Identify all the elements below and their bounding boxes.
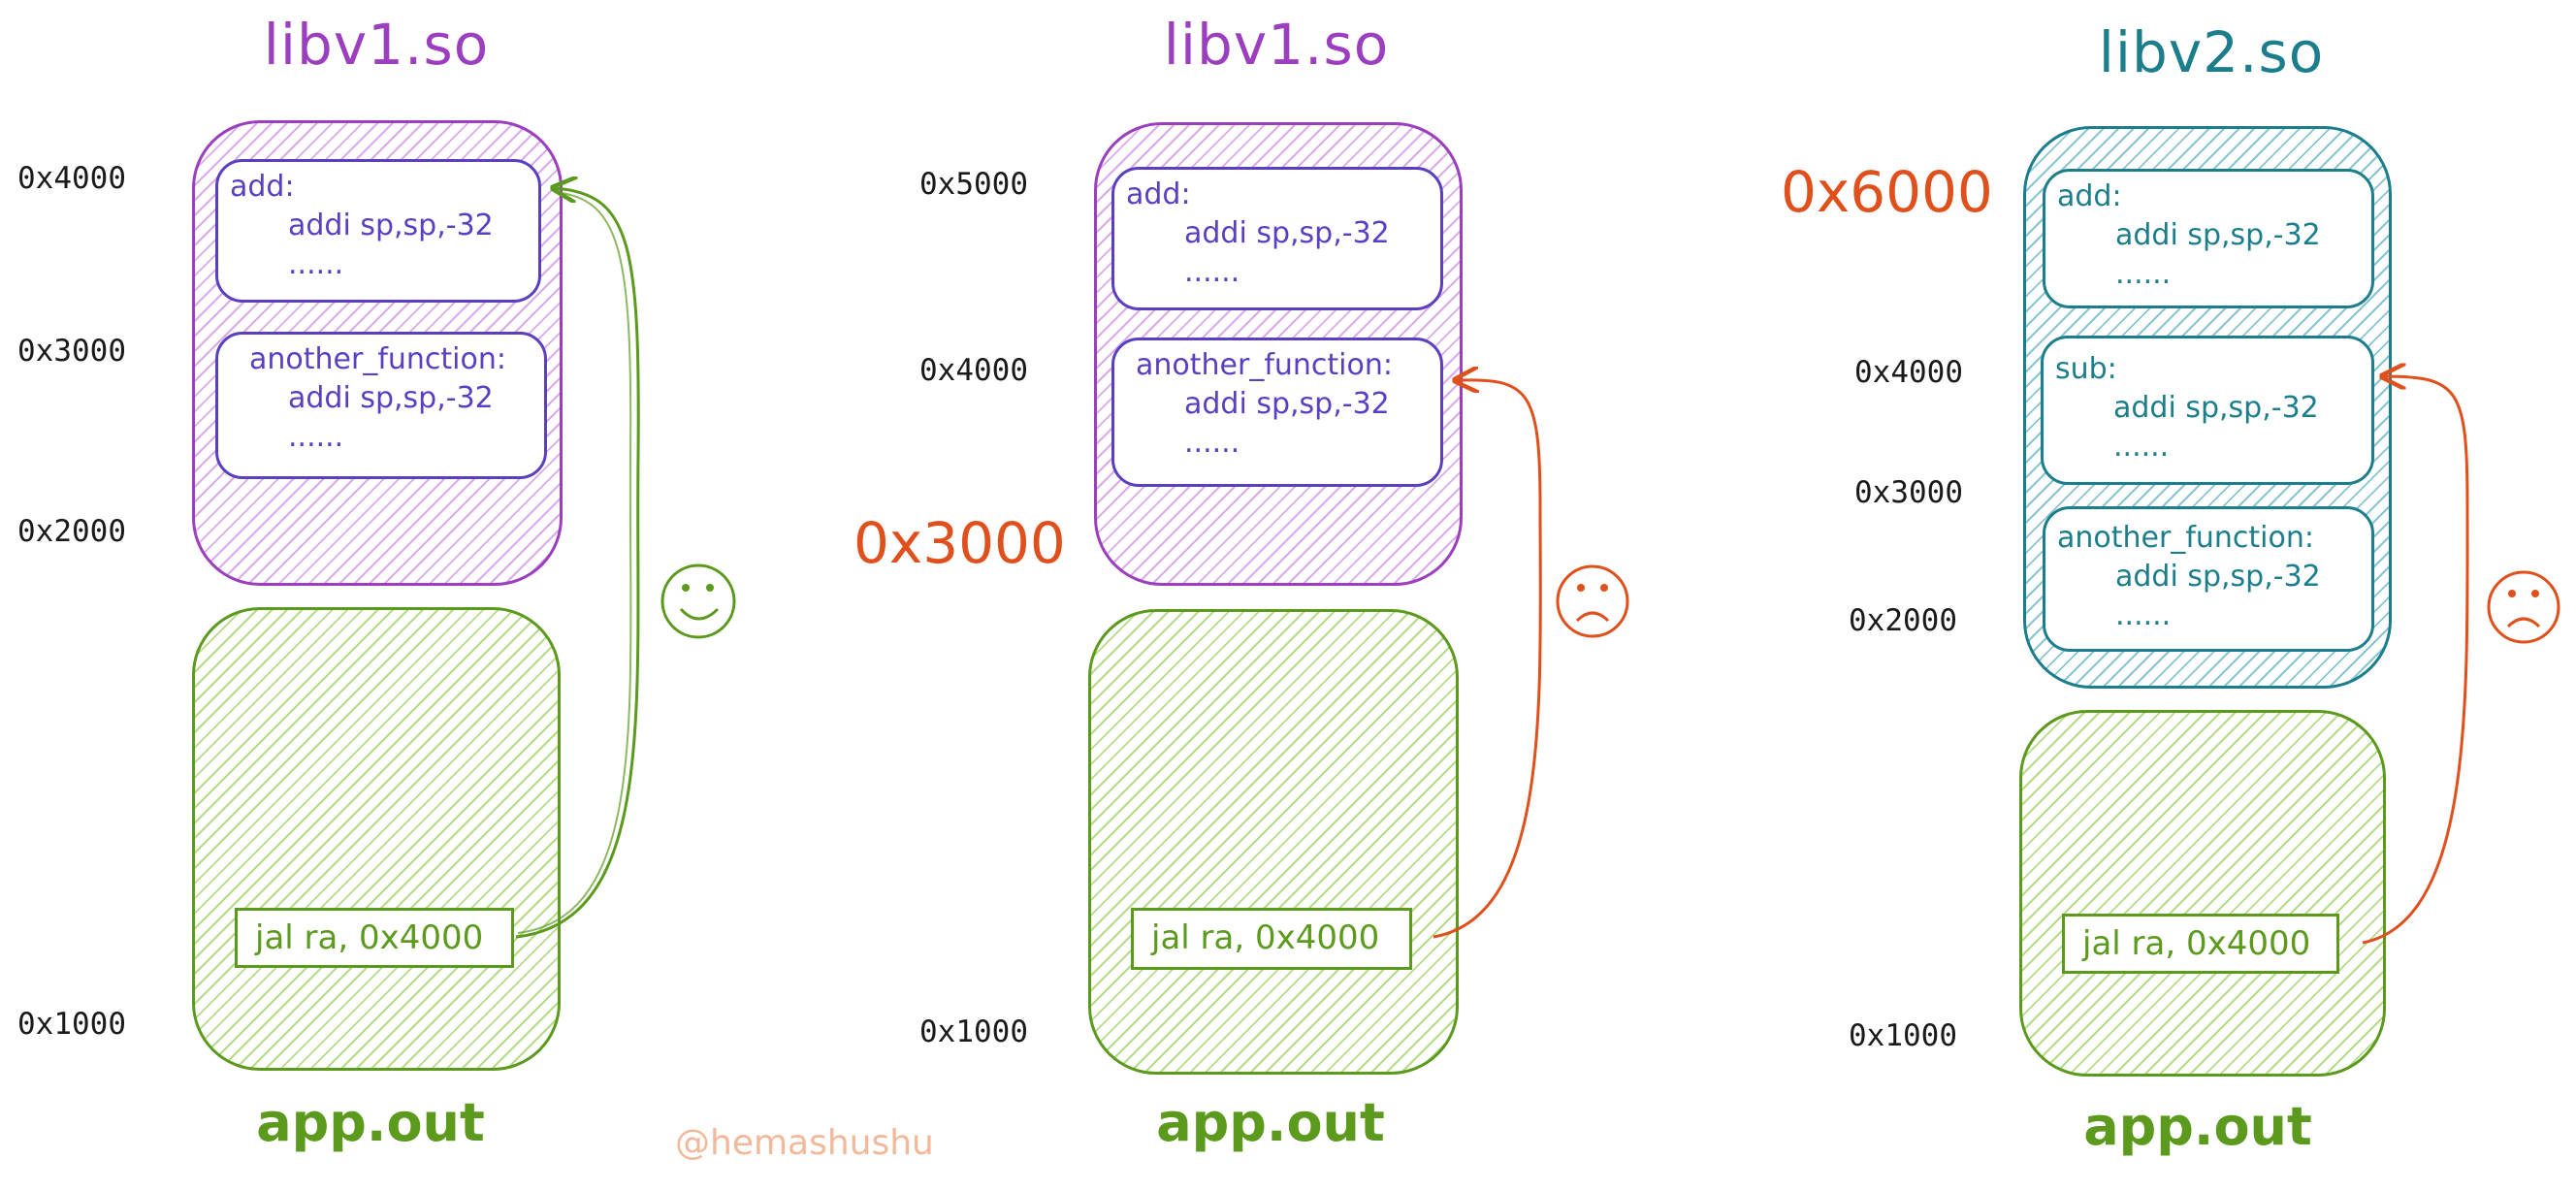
function-name: another_function: (249, 342, 506, 376)
function-box: another_function: addi sp,sp,-32 ...... (215, 332, 547, 479)
function-instruction: addi sp,sp,-32 (288, 381, 494, 415)
call-arrow (515, 188, 640, 939)
app-block (1088, 609, 1459, 1075)
function-name: add: (1126, 177, 1191, 211)
call-arrow (2362, 376, 2469, 945)
function-ellipsis: ...... (288, 420, 344, 454)
function-instruction: addi sp,sp,-32 (1184, 387, 1390, 421)
function-ellipsis: ...... (1184, 426, 1240, 460)
function-box: sub: addi sp,sp,-32 ...... (2041, 336, 2374, 485)
lib-title: libv1.so (1163, 12, 1390, 78)
app-label: app.out (256, 1092, 485, 1153)
function-box: add: addi sp,sp,-32 ...... (1111, 167, 1443, 310)
address-label: 0x3000 (17, 334, 126, 369)
address-label: 0x1000 (1849, 1018, 1957, 1053)
address-label-highlight: 0x3000 (853, 510, 1066, 576)
call-arrow-sketch (517, 191, 632, 934)
app-label: app.out (2083, 1096, 2312, 1157)
app-block (192, 607, 561, 1071)
function-box: another_function: addi sp,sp,-32 ...... (2043, 506, 2374, 652)
address-label: 0x1000 (919, 1014, 1028, 1049)
address-label: 0x4000 (17, 161, 126, 196)
lib-title: libv1.so (263, 12, 490, 78)
function-instruction: addi sp,sp,-32 (1184, 216, 1390, 250)
function-ellipsis: ...... (2115, 598, 2172, 632)
smiley-face-icon (660, 563, 736, 639)
address-label: 0x4000 (919, 353, 1028, 388)
sad-face-icon (1556, 564, 1629, 638)
call-arrow (1433, 380, 1542, 939)
function-instruction: addi sp,sp,-32 (2113, 391, 2319, 425)
function-instruction: addi sp,sp,-32 (288, 209, 494, 242)
app-block (2019, 710, 2386, 1077)
function-instruction: addi sp,sp,-32 (2115, 560, 2321, 594)
function-ellipsis: ...... (288, 247, 344, 281)
function-box: another_function: addi sp,sp,-32 ...... (1111, 338, 1443, 487)
function-name: another_function: (1136, 348, 1393, 382)
function-name: add: (230, 170, 295, 204)
function-instruction: addi sp,sp,-32 (2115, 218, 2321, 252)
address-label: 0x4000 (1854, 355, 1963, 390)
app-label: app.out (1156, 1092, 1385, 1153)
function-name: sub: (2055, 352, 2117, 386)
address-label: 0x1000 (17, 1007, 126, 1042)
address-label: 0x5000 (919, 167, 1028, 202)
jal-instruction: jal ra, 0x4000 (235, 908, 514, 968)
jal-instruction: jal ra, 0x4000 (2062, 914, 2339, 974)
lib-title: libv2.so (2098, 19, 2325, 85)
function-name: another_function: (2057, 521, 2314, 555)
function-ellipsis: ...... (2113, 430, 2170, 464)
address-label: 0x3000 (1854, 475, 1963, 510)
jal-instruction: jal ra, 0x4000 (1131, 908, 1412, 970)
watermark: @hemashushu (675, 1123, 934, 1163)
sad-face-icon (2487, 570, 2560, 644)
address-label: 0x2000 (1849, 603, 1957, 638)
function-box: add: addi sp,sp,-32 ...... (2043, 169, 2374, 308)
function-ellipsis: ...... (2115, 257, 2172, 291)
function-name: add: (2057, 179, 2122, 213)
address-label-highlight: 0x6000 (1781, 159, 1993, 225)
function-box: add: addi sp,sp,-32 ...... (215, 159, 541, 303)
function-ellipsis: ...... (1184, 255, 1240, 289)
address-label: 0x2000 (17, 514, 126, 549)
